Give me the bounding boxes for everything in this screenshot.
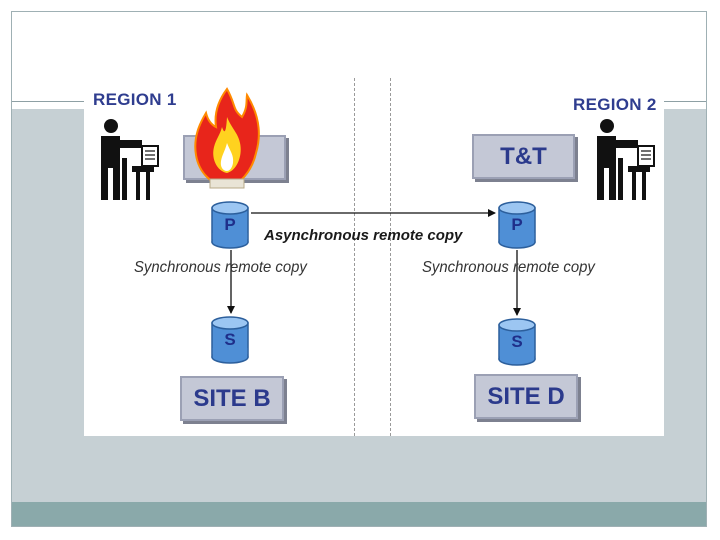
replication-arrows bbox=[227, 209, 521, 316]
header-rule-right bbox=[664, 101, 706, 102]
operator-icon bbox=[597, 119, 655, 200]
site-b-box: SITE B bbox=[180, 376, 284, 421]
operator-icon bbox=[101, 119, 159, 200]
secondary-disk-region-1: S bbox=[211, 316, 249, 364]
site-d-box: SITE D bbox=[474, 374, 578, 419]
primary-disk-label: P bbox=[511, 215, 523, 234]
site-c-box: T&T bbox=[472, 134, 575, 179]
sync-copy-label-region-1: Synchronous remote copy bbox=[134, 259, 307, 276]
primary-disk-label: P bbox=[224, 215, 236, 234]
async-copy-label: Asynchronous remote copy bbox=[264, 227, 463, 244]
background-band-lower bbox=[12, 436, 706, 502]
secondary-disk-label: S bbox=[511, 332, 523, 351]
region-1-label: REGION 1 bbox=[93, 90, 177, 109]
header-rule-left bbox=[12, 101, 84, 102]
fire-icon bbox=[194, 87, 260, 189]
secondary-disk-label: S bbox=[224, 330, 236, 349]
region-2-label: REGION 2 bbox=[573, 95, 657, 114]
footer-bar bbox=[12, 502, 706, 526]
primary-disk-region-1: P bbox=[211, 201, 249, 249]
region-divider-left bbox=[354, 78, 355, 436]
primary-disk-region-2: P bbox=[498, 201, 536, 249]
region-divider-right bbox=[390, 78, 391, 436]
sync-copy-label-region-2: Synchronous remote copy bbox=[422, 259, 595, 276]
secondary-disk-region-2: S bbox=[498, 318, 536, 366]
disaster-recovery-diagram: REGION 1 REGION 2 T&T SITE B SITE D bbox=[84, 78, 664, 436]
